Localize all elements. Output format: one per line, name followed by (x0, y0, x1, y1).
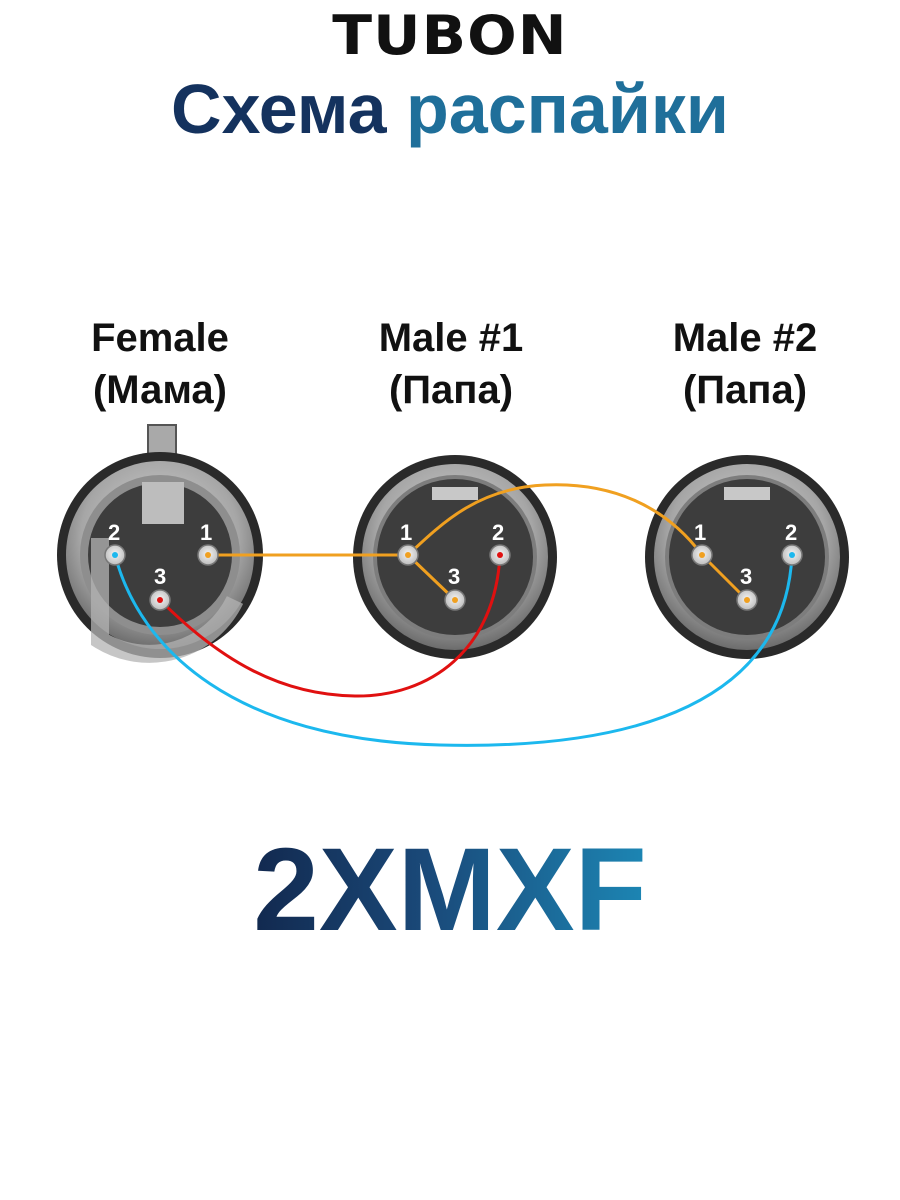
connector-subtitle: (Папа) (682, 368, 808, 412)
female-pin-2-dot (112, 552, 118, 558)
male1-key-slot (432, 487, 478, 500)
female-pin-1-dot (205, 552, 211, 558)
brand-logo: TUBON (332, 4, 568, 67)
connector-subtitle: (Мама) (92, 368, 227, 412)
model-code: 2XMXF (0, 820, 900, 960)
wire-pin1-male1-bridge-3 (406, 553, 457, 602)
pin-labels: 2 1 3 1 2 3 1 2 3 (108, 520, 797, 589)
pins (104, 544, 803, 611)
male2-pin-1-dot (699, 552, 705, 558)
male1-pin-2-dot (497, 552, 503, 558)
title-word-2: распайки (406, 70, 729, 148)
male1-connector (353, 455, 557, 659)
connector-subtitle: (Папа) (388, 368, 514, 412)
connector-name: Female (91, 316, 229, 360)
female-pin-3-label: 3 (154, 564, 166, 589)
male2-key-slot (724, 487, 770, 500)
female-pin-2-label: 2 (108, 520, 120, 545)
male2-connector (645, 455, 849, 659)
male2-pin-1-label: 1 (694, 520, 706, 545)
male2-connector-label: Male #2 (Папа) (615, 312, 875, 416)
male2-pin-3-label: 3 (740, 564, 752, 589)
female-insert (88, 483, 232, 627)
wire-pin3-female-to-male1-pin2 (158, 553, 502, 698)
title-word-1: Схема (171, 70, 387, 148)
male2-pin-2-label: 2 (785, 520, 797, 545)
female-connector (57, 424, 263, 663)
connector-name: Male #1 (378, 316, 524, 360)
female-latch-arc (91, 538, 244, 663)
male1-pin-3-label: 3 (448, 564, 460, 589)
model-code-text: 2XMXF (253, 824, 647, 956)
connector-name: Male #2 (672, 316, 818, 360)
female-latch-slot (142, 482, 184, 524)
wires (113, 483, 794, 747)
male1-pin-1-label: 1 (400, 520, 412, 545)
wire-pin2-female-to-male2-pin2 (113, 553, 794, 747)
male1-pin-1-dot (405, 552, 411, 558)
male2-pin-2-dot (789, 552, 795, 558)
page-title: Схема распайки (0, 64, 900, 154)
male1-pin-3-dot (452, 597, 458, 603)
female-pin-3-dot (157, 597, 163, 603)
wire-pin1-male1-to-male2 (406, 483, 704, 557)
male1-pin-2-label: 2 (492, 520, 504, 545)
female-connector-label: Female (Мама) (30, 312, 290, 416)
female-pin-1-label: 1 (200, 520, 212, 545)
male1-connector-label: Male #1 (Папа) (321, 312, 581, 416)
male2-pin-3-dot (744, 597, 750, 603)
